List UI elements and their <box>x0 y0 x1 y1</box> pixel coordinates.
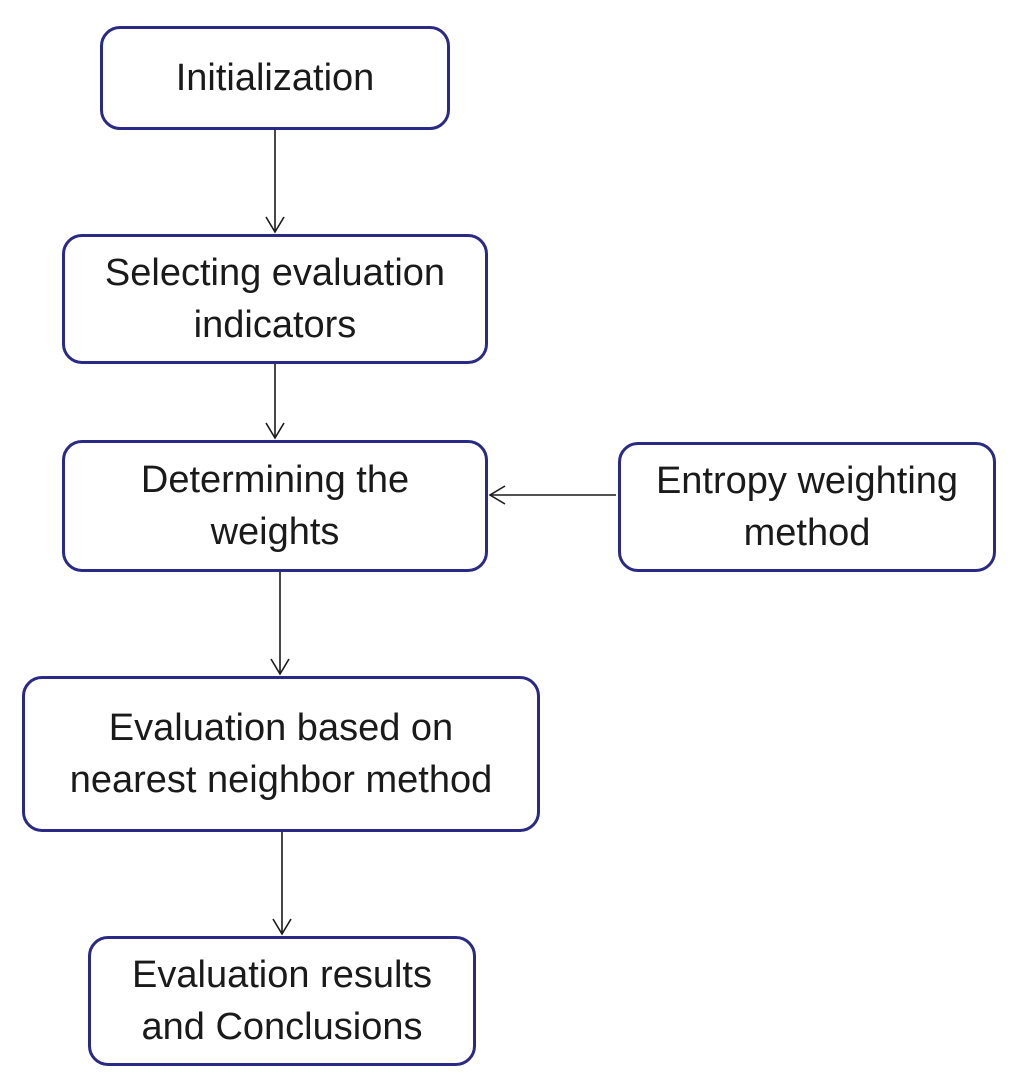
node-initialization-label: Initialization <box>175 57 375 99</box>
arrowhead-init-to-select <box>265 216 285 234</box>
node-results-conclusions-label: Evaluation results and Conclusions <box>132 954 432 1048</box>
node-selecting-indicators-label: Selecting evaluation indicators <box>104 252 446 346</box>
node-evaluation-nearest-neighbor: Evaluation based on nearest neighbor met… <box>22 676 540 832</box>
node-results-conclusions: Evaluation results and Conclusions <box>88 936 476 1066</box>
node-entropy-weighting: Entropy weighting method <box>618 442 996 572</box>
node-initialization: Initialization <box>100 26 450 130</box>
arrowhead-eval-to-results <box>272 918 292 936</box>
node-determining-weights-label: Determining the weights <box>140 459 410 553</box>
node-determining-weights: Determining the weights <box>62 440 488 572</box>
node-entropy-weighting-label: Entropy weighting method <box>655 460 959 554</box>
node-selecting-indicators: Selecting evaluation indicators <box>62 234 488 364</box>
arrowhead-weights-to-eval <box>270 658 290 676</box>
arrowhead-select-to-weights <box>265 422 285 440</box>
node-evaluation-nearest-neighbor-label: Evaluation based on nearest neighbor met… <box>69 707 493 801</box>
arrowhead-entropy-to-weights <box>488 485 506 505</box>
